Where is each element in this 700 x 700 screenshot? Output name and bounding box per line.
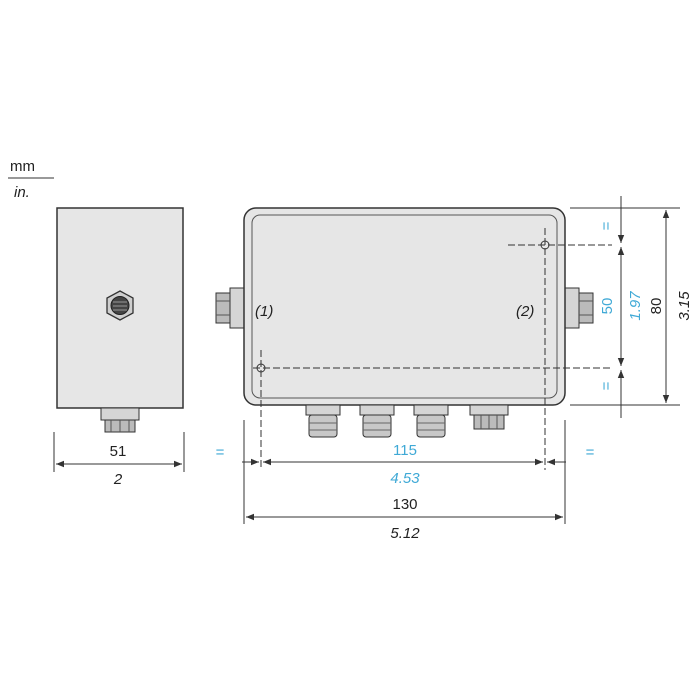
callout-left-connector: (1) <box>255 303 273 320</box>
equal-mark-left: = <box>216 444 225 461</box>
equal-mark-top: = <box>598 221 615 230</box>
bottom-gland-icon <box>305 404 341 438</box>
left-connector-icon <box>215 287 245 329</box>
hole-center-lines <box>253 228 612 470</box>
unit-in-label: in. <box>14 184 30 201</box>
unit-mm-label: mm <box>10 158 35 175</box>
side-connector-icon <box>100 407 140 433</box>
equal-mark-right: = <box>586 444 595 461</box>
hole-vspacing-mm: 50 <box>599 298 616 315</box>
bottom-glands <box>305 404 509 438</box>
side-view: 51 2 <box>53 207 185 488</box>
bottom-gland-icon <box>413 404 449 438</box>
bottom-connector-icon <box>469 404 509 430</box>
bottom-gland-icon <box>359 404 395 438</box>
front-view: (1) (2) 80 3.15 50 1.97 = = 115 <box>215 196 693 542</box>
side-width-in: 2 <box>113 471 123 488</box>
hole-spacing-in: 4.53 <box>390 470 420 487</box>
cable-gland-icon <box>106 290 134 321</box>
side-width-mm: 51 <box>110 443 127 460</box>
overall-width-mm: 130 <box>392 496 417 513</box>
overall-width-in: 5.12 <box>390 525 420 542</box>
hole-vspacing-in: 1.97 <box>627 291 644 321</box>
hole-spacing-mm: 115 <box>393 442 417 459</box>
callout-right-connector: (2) <box>516 303 534 320</box>
overall-height-in: 3.15 <box>676 291 693 321</box>
units-legend: mm in. <box>8 158 54 201</box>
overall-height-mm: 80 <box>648 298 665 315</box>
extension-lines <box>243 207 680 524</box>
equal-mark-bottom: = <box>598 381 615 390</box>
right-connector-icon <box>564 287 594 329</box>
front-view-housing <box>243 207 566 406</box>
